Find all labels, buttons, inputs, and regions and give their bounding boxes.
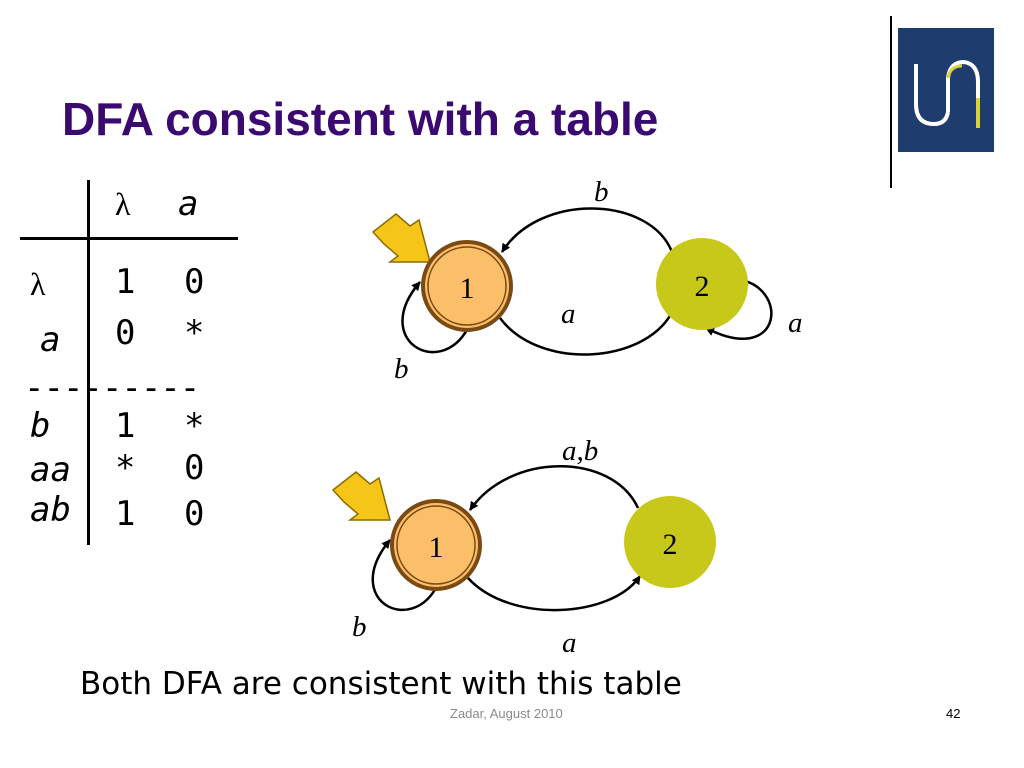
table-cell: 0: [115, 313, 136, 353]
dfa1: b a b a 1 2: [371, 176, 803, 385]
table-col-header-lambda: λ: [115, 186, 131, 222]
dfa2-start-arrow-icon: [331, 471, 391, 521]
table-row-label: λ: [30, 266, 46, 302]
table-cell: *: [184, 313, 205, 353]
table-cell: 1: [115, 494, 136, 534]
slide-footer: Zadar, August 2010: [450, 706, 563, 721]
dfa1-loop-2: [705, 278, 773, 340]
table-col-header-a: a: [178, 184, 199, 224]
slide-title: DFA consistent with a table: [62, 93, 659, 145]
table-cell: 0: [184, 494, 205, 534]
dfa2-state-1-inner-ring: [396, 505, 476, 585]
dfa1-state-1-inner-ring: [427, 246, 507, 326]
dfa2: a,b a b 1 2: [331, 435, 716, 659]
dfa1-start-arrow-icon: [371, 213, 431, 263]
dfa2-edge-1-to-2-label: a: [562, 627, 577, 659]
dfa2-state-2-label: 2: [663, 528, 678, 561]
dfa1-edge-2-to-1: [500, 207, 674, 253]
dfa2-loop-1: [371, 539, 440, 612]
table-cell: 0: [184, 262, 205, 302]
logo-divider: [890, 16, 892, 188]
dfa2-edge-2-to-1: [468, 465, 640, 511]
dfa2-state-2: [624, 496, 716, 588]
table-vertical-rule: [87, 180, 90, 545]
dfa1-edge-2-to-1-label: b: [594, 176, 609, 208]
dfa2-edge-2-to-1-label: a,b: [562, 435, 598, 467]
dfa1-state-2-label: 2: [695, 270, 710, 303]
table-row-label: aa: [30, 450, 71, 490]
table-cell: 1: [115, 406, 136, 446]
table-cell: 0: [184, 448, 205, 488]
page-number: 42: [946, 706, 961, 721]
dfa1-loop-2-label: a: [788, 307, 803, 339]
dfa1-state-1: [421, 240, 513, 332]
table-cell: *: [184, 406, 205, 446]
table-row-label: ab: [30, 490, 71, 530]
dfa2-loop-1-label: b: [352, 611, 367, 643]
dfa1-loop-1: [401, 281, 470, 354]
university-logo: [898, 28, 994, 152]
table-cell: *: [115, 448, 136, 488]
logo-mark-icon: [914, 59, 980, 128]
slide-caption: Both DFA are consistent with this table: [80, 666, 682, 702]
dfa1-state-1-label: 1: [460, 272, 475, 305]
table-separator: ---------: [24, 368, 200, 408]
dfa2-state-1-label: 1: [429, 531, 444, 564]
dfa1-loop-1-label: b: [394, 353, 409, 385]
table-row-label: b: [30, 406, 51, 446]
table-horizontal-rule: [20, 237, 238, 240]
table-row-label: a: [40, 320, 61, 360]
dfa1-edge-1-to-2: [498, 307, 676, 356]
dfa1-edge-1-to-2-label: a: [561, 298, 576, 330]
table-cell: 1: [115, 262, 136, 302]
dfa2-edge-1-to-2: [467, 575, 642, 612]
dfa1-state-2: [656, 238, 748, 330]
dfa2-state-1: [390, 499, 482, 591]
